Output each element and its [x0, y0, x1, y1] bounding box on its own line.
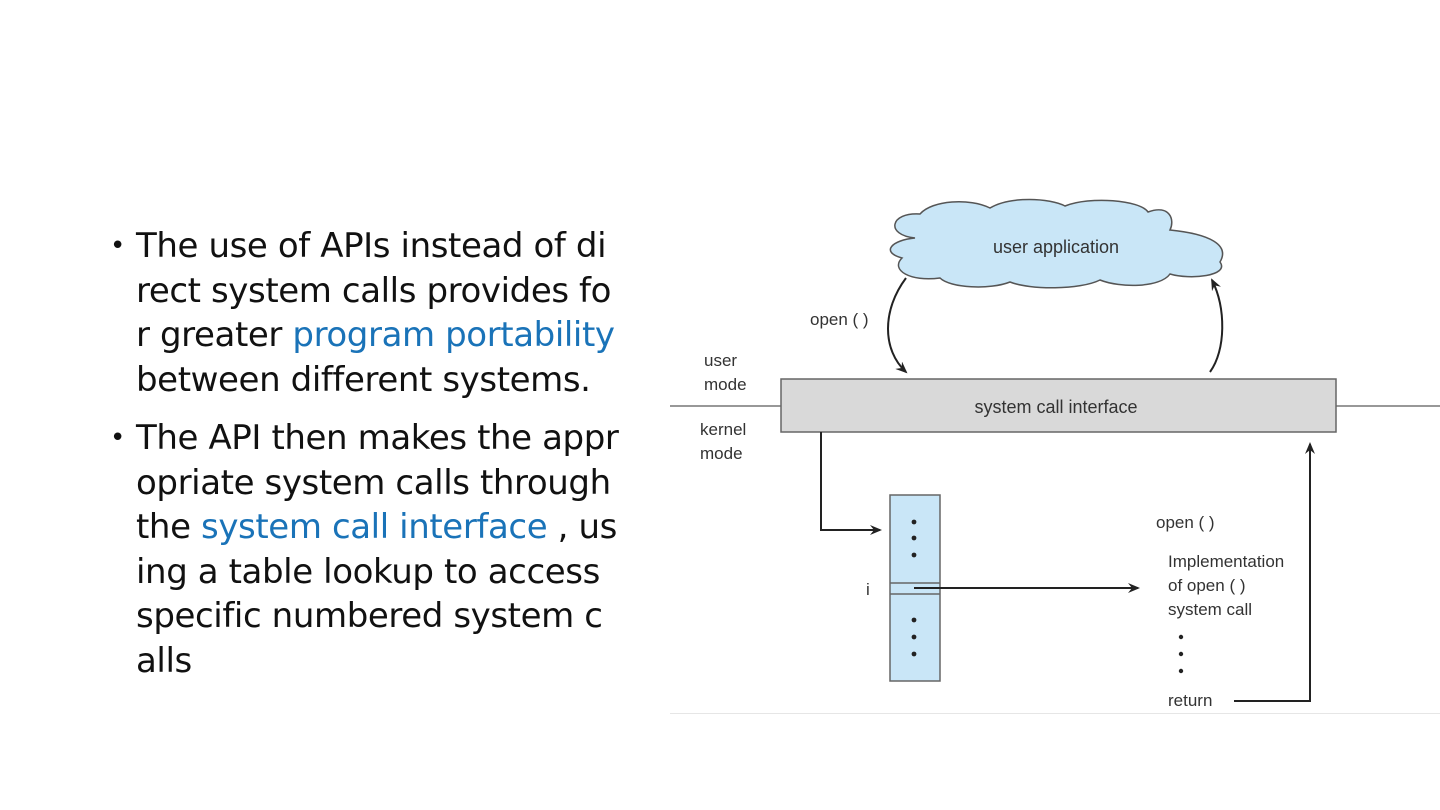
- interface-label: system call interface: [974, 397, 1137, 417]
- text-line: r greater program portability: [136, 313, 670, 358]
- impl-ellipsis: [1178, 634, 1184, 674]
- return-label: return: [1168, 691, 1212, 710]
- text: , us: [547, 507, 618, 547]
- impl-line-1: Implementation: [1168, 552, 1284, 571]
- text-line: opriate system calls through: [136, 461, 670, 506]
- table-ellipsis-top: [911, 519, 917, 558]
- system-call-interface-box: [780, 378, 1337, 433]
- user-mode-label-2: mode: [704, 375, 747, 394]
- impl-line-2: of open ( ): [1168, 576, 1246, 595]
- text: ing a table lookup to access: [136, 551, 600, 592]
- table-index-label: i: [866, 580, 870, 599]
- text-line: alls: [136, 639, 670, 684]
- kernel-mode-label-2: mode: [700, 444, 743, 463]
- user-mode-label: user: [704, 351, 737, 370]
- return-arrow: [1234, 442, 1315, 702]
- impl-line-3: system call: [1168, 600, 1252, 619]
- impl-title: open ( ): [1156, 513, 1215, 532]
- text-line: The API then makes the appr: [136, 416, 670, 461]
- interface-to-table-arrow: [820, 432, 882, 535]
- text-line: the system call interface , us: [136, 505, 670, 550]
- kernel-mode-label: kernel: [700, 420, 746, 439]
- table-ellipsis-bottom: [911, 617, 917, 657]
- text-line: The use of APIs instead of di: [136, 224, 670, 269]
- text-line: between different systems.: [136, 358, 670, 403]
- cloud-label: user application: [993, 237, 1119, 257]
- text: alls: [136, 640, 192, 681]
- bullet-item-api-portability: • The use of APIs instead of di rect sys…: [110, 224, 670, 402]
- text: r greater: [136, 315, 293, 355]
- bullet-marker: •: [110, 423, 125, 453]
- call-label: open ( ): [810, 310, 869, 329]
- system-call-diagram: user application open ( ) user mode kern…: [670, 190, 1440, 715]
- text: The API then makes the appr: [136, 418, 619, 458]
- text: between different systems.: [136, 359, 591, 400]
- bullet-marker: •: [110, 231, 125, 261]
- text-line: rect system calls provides fo: [136, 269, 670, 314]
- bullet-list: • The use of APIs instead of di rect sys…: [110, 224, 670, 697]
- text: The use of APIs instead of di: [136, 226, 607, 266]
- return-to-app-arrow: [1209, 278, 1224, 373]
- text-line: ing a table lookup to access: [136, 550, 670, 595]
- highlight-system-call-interface: system call interface: [201, 507, 548, 547]
- call-arrow: [887, 277, 908, 374]
- highlight-program-portability: program portability: [292, 315, 615, 355]
- user-application-cloud: [889, 198, 1224, 289]
- text: opriate system calls through: [136, 462, 611, 503]
- text-line: specific numbered system c: [136, 594, 670, 639]
- text: the: [136, 507, 202, 547]
- text: rect system calls provides fo: [136, 270, 612, 311]
- text: specific numbered system c: [136, 596, 603, 636]
- figure-bottom-border: [670, 713, 1440, 714]
- bullet-item-system-call-interface: • The API then makes the appr opriate sy…: [110, 416, 670, 683]
